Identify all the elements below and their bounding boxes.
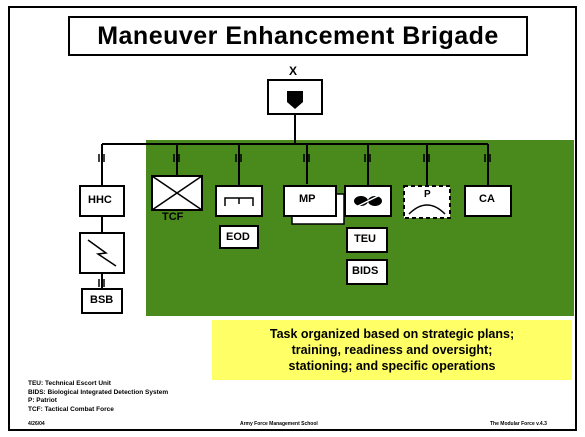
tcf-label: TCF — [162, 211, 184, 223]
patriot-label: P — [424, 189, 431, 200]
bsb-box — [81, 288, 123, 314]
connector-lines — [101, 114, 489, 289]
hhc-box — [79, 185, 125, 217]
engineer-icon — [224, 197, 254, 206]
hq-echelon-label: X — [289, 64, 298, 78]
legend: TEU: Technical Escort Unit BIDS: Biologi… — [28, 380, 168, 414]
teu-box — [346, 227, 388, 253]
legend-item-teu: TEU: Technical Escort Unit — [28, 380, 111, 387]
slide: Maneuver Enhancement Brigade — [8, 6, 577, 431]
teu-label: TEU — [354, 233, 376, 245]
hhc-label: HHC — [88, 194, 112, 206]
ca-label: CA — [479, 193, 495, 205]
ca-box — [464, 185, 512, 217]
footer-center: Army Force Management School — [240, 421, 318, 427]
mp-label: MP — [299, 193, 316, 205]
legend-item-bids: BIDS: Biological Integrated Detection Sy… — [28, 388, 169, 396]
echelon-ticks — [98, 154, 491, 287]
patriot-icon — [408, 204, 446, 215]
slide-title: Maneuver Enhancement Brigade — [68, 16, 528, 56]
legend-item-patriot: P: Patriot — [28, 397, 57, 404]
mp-box — [283, 185, 337, 217]
note-line-1: Task organized based on strategic plans; — [269, 327, 515, 341]
footer-left: 4/26/04 — [28, 421, 45, 427]
bsb-label: BSB — [90, 294, 114, 306]
legend-item-tcf: TCF: Tactical Combat Force — [28, 405, 114, 413]
footer-right: The Modular Force v.4.3 — [490, 421, 547, 427]
note-box: Task organized based on strategic plans;… — [212, 320, 572, 380]
eod-label: EOD — [226, 231, 250, 243]
note-line-3: stationing; and specific operations — [288, 359, 496, 373]
bids-label: BIDS — [352, 265, 379, 277]
note-line-2: training, readiness and oversight; — [291, 343, 493, 357]
hq-shield-icon — [287, 91, 303, 109]
eod-box — [219, 225, 259, 249]
org-chart — [79, 79, 574, 316]
chem-icon — [353, 193, 383, 209]
lightning-icon — [87, 239, 117, 267]
bids-box — [346, 259, 388, 285]
patriot-box — [403, 185, 451, 219]
